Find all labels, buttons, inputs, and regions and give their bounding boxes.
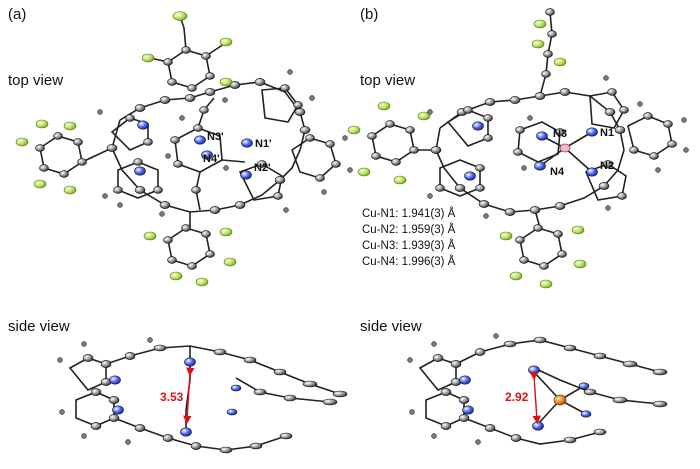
panel-b-side-view-label: side view [360, 318, 422, 335]
panel-a-distance-arrow [183, 367, 195, 425]
panel-b-label: (b) [360, 6, 379, 23]
bond-length-list: Cu-N1: 1.941(3) Å Cu-N2: 1.959(3) Å Cu-N… [362, 206, 455, 270]
panel-b-distance-arrow [529, 371, 541, 425]
atom-label-n2-prime: N2' [254, 162, 271, 174]
bond-length-cu-n3: Cu-N3: 1.939(3) Å [362, 240, 456, 252]
panel-b-side-view-atoms [407, 333, 668, 445]
atom-label-n1: N1 [600, 127, 615, 139]
panel-a-top-view-label: top view [8, 72, 64, 89]
panel-b-top-view-label: top view [360, 72, 416, 89]
atom-label-n3: N3 [553, 128, 568, 140]
panel-a-side-view-atoms [57, 337, 348, 454]
atom-label-n1-prime: N1' [255, 138, 272, 150]
atom-label-n4-prime: N4' [203, 153, 220, 165]
panel-b-top-view-atoms [347, 8, 689, 289]
bond-length-cu-n4: Cu-N4: 1.996(3) Å [362, 256, 456, 268]
panel-a-side-view-label: side view [8, 318, 70, 335]
bond-length-cu-n1: Cu-N1: 1.941(3) Å [362, 208, 456, 220]
panel-a-top-view-atoms [15, 11, 353, 287]
bond-length-cu-n2: Cu-N2: 1.959(3) Å [362, 224, 456, 236]
panel-b-distance-label: 2.92 [505, 390, 529, 404]
panel-a-label: (a) [8, 6, 27, 23]
panel-a-distance-label: 3.53 [160, 390, 184, 404]
atom-label-n4: N4 [550, 166, 565, 178]
atom-label-n2: N2 [600, 160, 615, 172]
atom-label-n3-prime: N3' [207, 131, 224, 143]
